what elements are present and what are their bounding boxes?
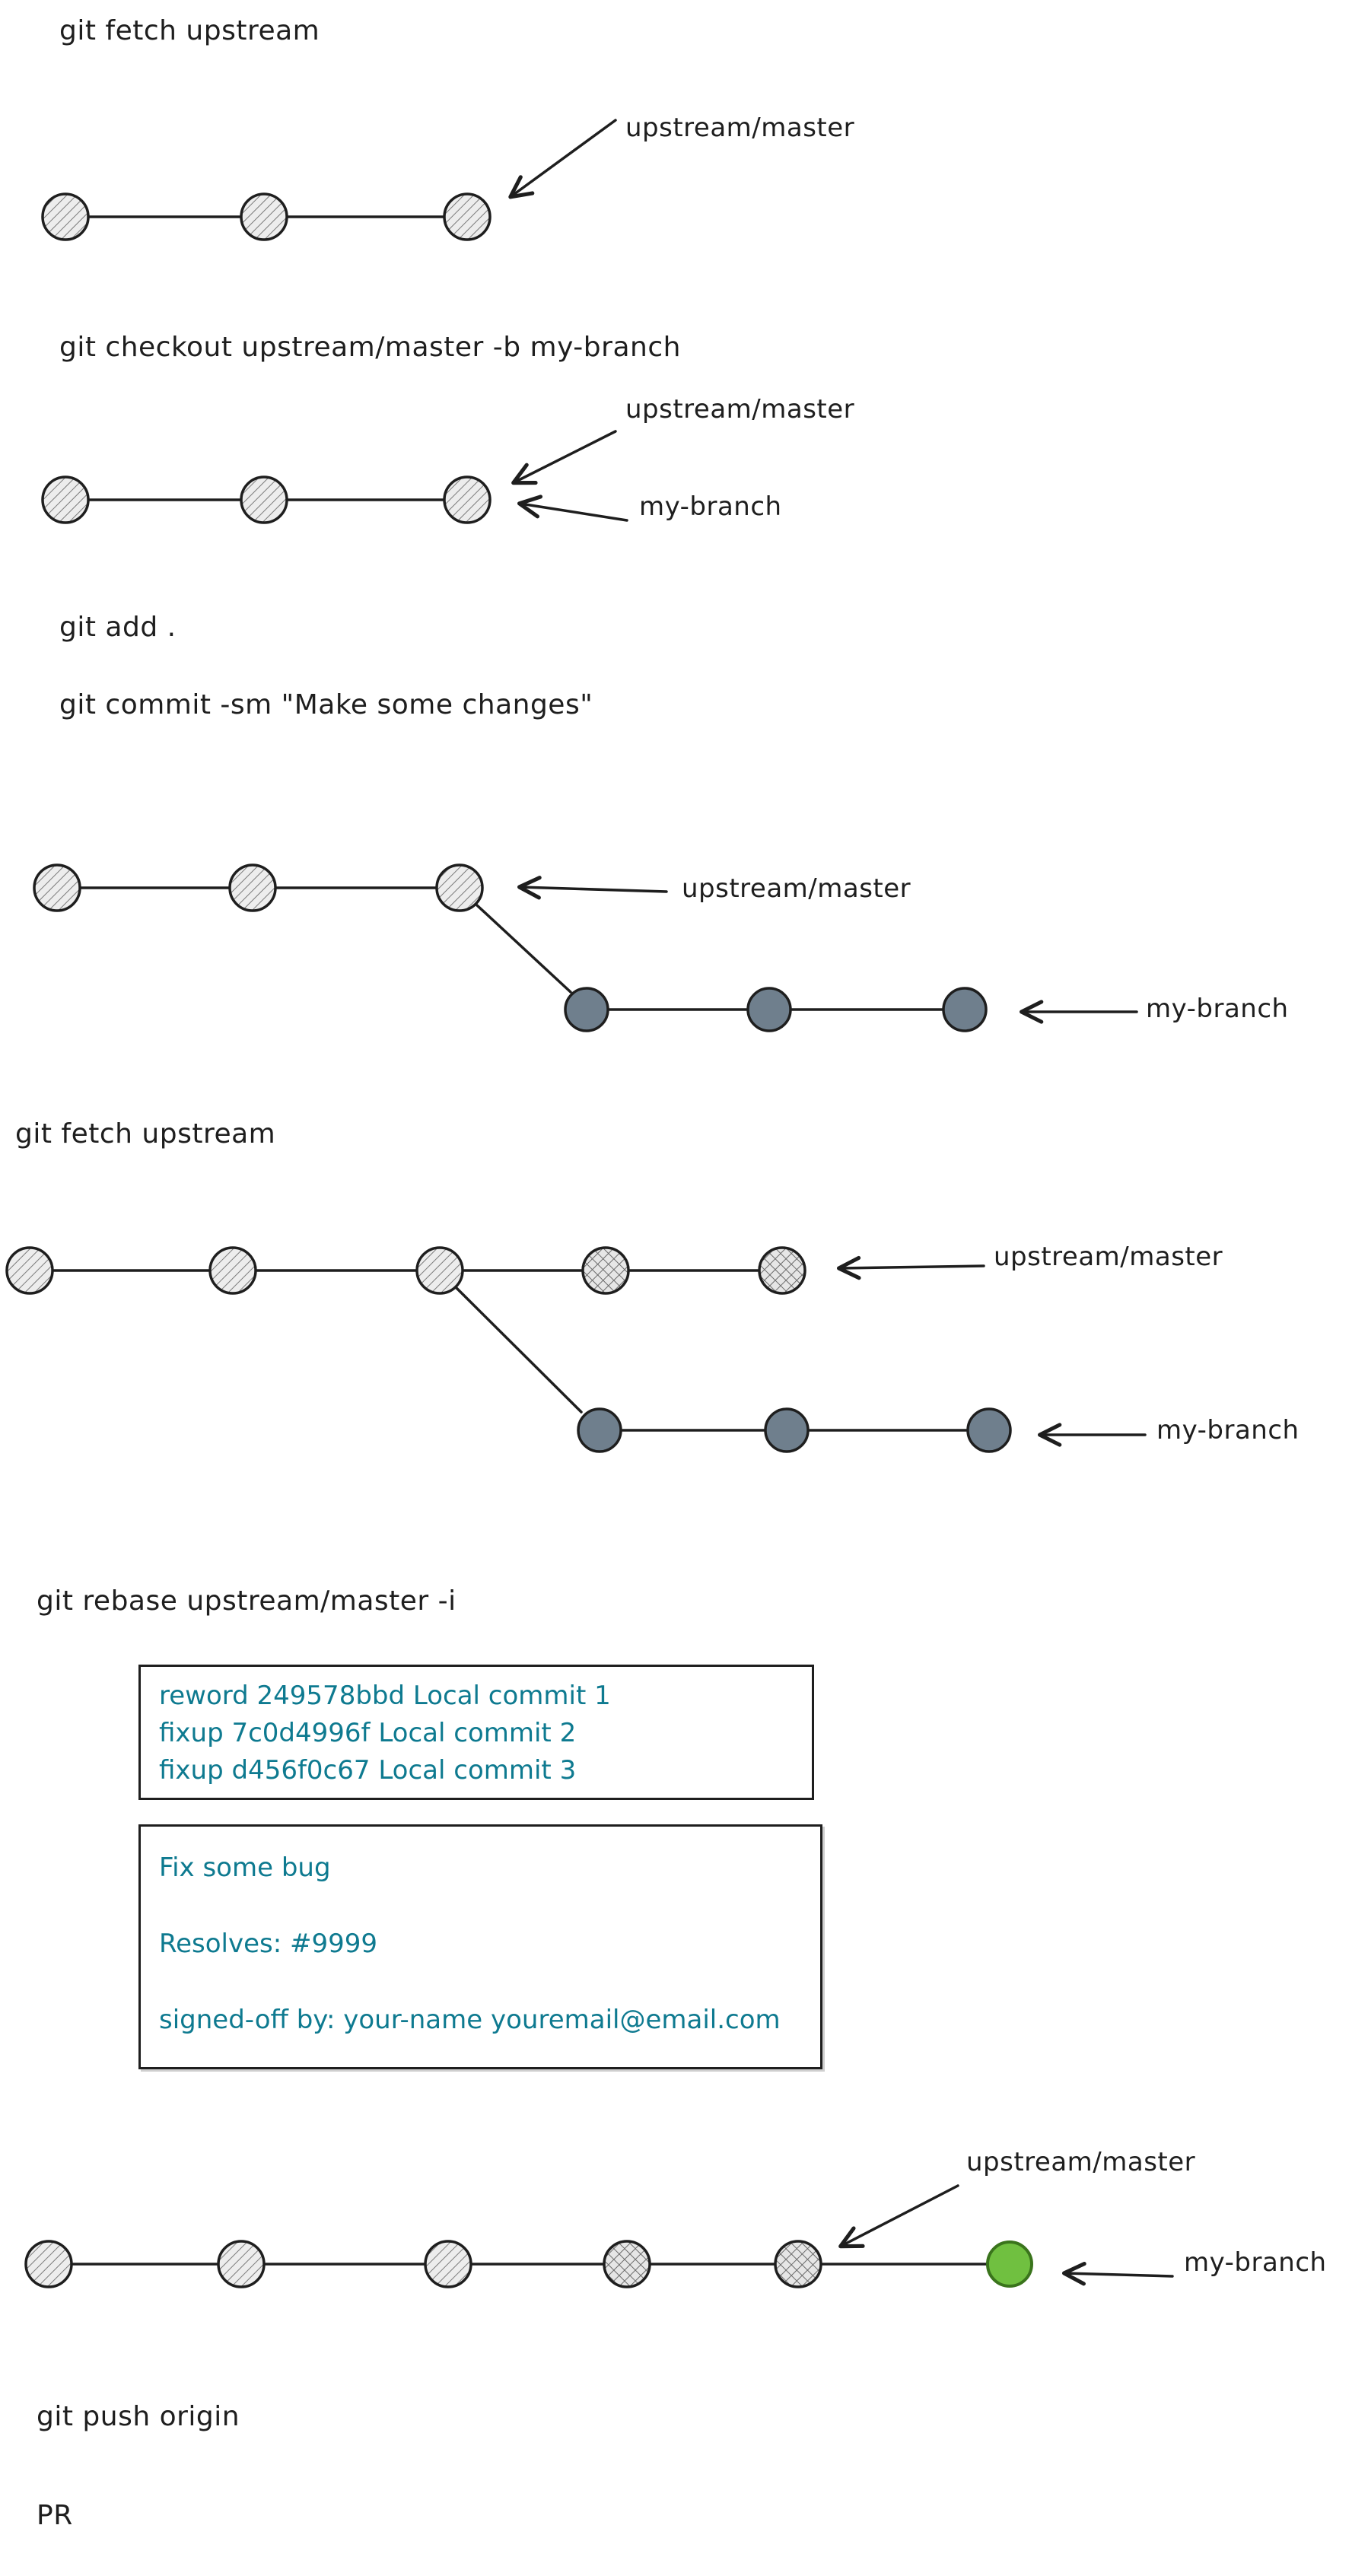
commit-node [41, 192, 90, 241]
commit-message-line: Fix some bug [159, 1852, 331, 1883]
commit-node [217, 2240, 266, 2288]
label-upstream-master-4: upstream/master [994, 1242, 1223, 1272]
commit-message-line: Resolves: #9999 [159, 1929, 378, 1959]
commit-node [5, 1246, 54, 1295]
label-my-branch-2: my-branch [639, 491, 782, 522]
new-upstream-commit-node [603, 2240, 651, 2288]
upstream-master-arrow [836, 1255, 985, 1280]
new-upstream-commit-node [581, 1246, 630, 1295]
commit-node [240, 192, 288, 241]
upstream-master-arrow [517, 876, 668, 900]
local-commit-node [764, 1407, 810, 1453]
rebase-todo-line: fixup d456f0c67 Local commit 3 [159, 1755, 577, 1786]
commit-node [33, 863, 81, 912]
graph-rebased [24, 2184, 1174, 2288]
local-commit-node [966, 1407, 1012, 1453]
commit-node [228, 863, 277, 912]
new-upstream-commit-node [758, 1246, 806, 1295]
branch-edge [476, 904, 572, 994]
commit-node [443, 192, 491, 241]
my-branch-arrow [1061, 2262, 1174, 2286]
graph-fetch-1 [41, 119, 617, 241]
commit-node [424, 2240, 472, 2288]
my-branch-arrow [517, 495, 628, 522]
new-upstream-commit-node [774, 2240, 822, 2288]
graph-checkout [41, 430, 628, 524]
upstream-master-arrow [508, 119, 617, 199]
commit-message-line: signed-off by: your-name youremail@email… [159, 2005, 781, 2035]
command-git-add: git add . [59, 612, 177, 643]
label-upstream-master-5: upstream/master [966, 2147, 1196, 2177]
command-fetch-upstream-2: git fetch upstream [15, 1118, 276, 1150]
label-upstream-master-2: upstream/master [625, 394, 855, 425]
commit-node [435, 863, 484, 912]
command-fetch-upstream-1: git fetch upstream [59, 15, 320, 46]
command-git-commit: git commit -sm "Make some changes" [59, 689, 593, 720]
rebase-todo-line: fixup 7c0d4996f Local commit 2 [159, 1718, 577, 1748]
label-upstream-master-3: upstream/master [682, 873, 911, 904]
rebase-todo-line: reword 249578bbd Local commit 1 [159, 1681, 611, 1711]
label-my-branch-3: my-branch [1146, 994, 1289, 1024]
upstream-master-arrow [511, 430, 617, 485]
branch-edge [455, 1286, 583, 1414]
rebase-todo-box: reword 249578bbd Local commit 1 fixup 7c… [138, 1665, 814, 1800]
upstream-master-arrow [838, 2184, 959, 2249]
local-commit-node [942, 987, 988, 1032]
graph-local-commits [33, 863, 1138, 1032]
label-my-branch-4: my-branch [1156, 1415, 1300, 1445]
local-commit-node [564, 987, 609, 1032]
local-commit-node [746, 987, 792, 1032]
label-pr: PR [37, 2500, 73, 2531]
rebased-commit-node [986, 2240, 1033, 2288]
commit-node [208, 1246, 257, 1295]
graph-fetch-2 [5, 1246, 1147, 1453]
command-rebase-interactive: git rebase upstream/master -i [37, 1585, 456, 1617]
commit-node [443, 475, 491, 524]
label-my-branch-5: my-branch [1184, 2247, 1327, 2278]
commit-node [240, 475, 288, 524]
command-push-origin: git push origin [37, 2401, 240, 2432]
commit-node [24, 2240, 73, 2288]
local-commit-node [577, 1407, 622, 1453]
commit-node [41, 475, 90, 524]
label-upstream-master-1: upstream/master [625, 113, 855, 143]
commit-message-box: Fix some bug Resolves: #9999 signed-off … [138, 1824, 822, 2069]
command-checkout-branch: git checkout upstream/master -b my-branc… [59, 332, 681, 363]
commit-node [415, 1246, 464, 1295]
